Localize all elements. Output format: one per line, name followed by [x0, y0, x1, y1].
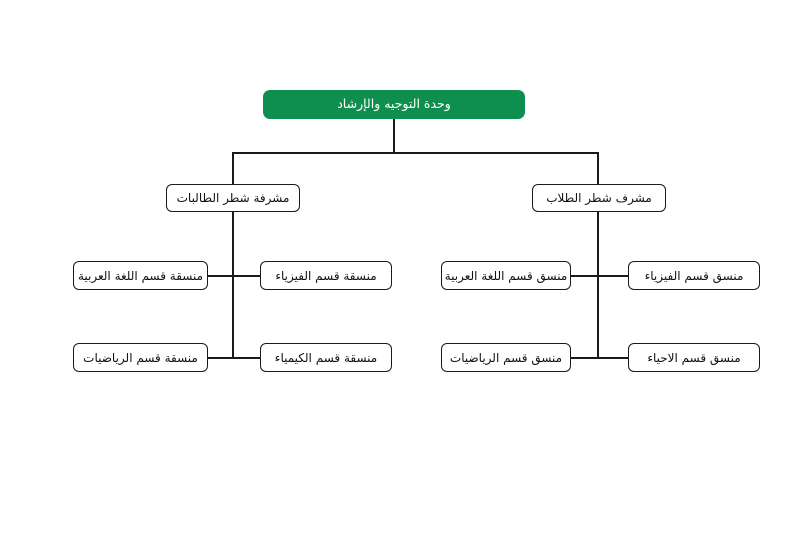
connector-root-bus [232, 152, 598, 154]
connector-right-row1-arm [571, 275, 629, 277]
coordinator-node-male-physics[interactable]: منسق قسم الفيزياء [628, 261, 760, 290]
coordinator-node-female-math[interactable]: منسقة قسم الرياضيات [73, 343, 208, 372]
connector-right-spine [597, 211, 599, 358]
coordinator-node-male-biology[interactable]: منسق قسم الاحياء [628, 343, 760, 372]
connector-left-spine [232, 211, 234, 358]
supervisor-node-male-section[interactable]: مشرف شطر الطلاب [532, 184, 666, 212]
connector-drop-left-supervisor [232, 152, 234, 185]
root-node-guidance-unit[interactable]: وحدة التوجيه والإرشاد [263, 90, 525, 119]
coordinator-node-male-math[interactable]: منسق قسم الرياضيات [441, 343, 571, 372]
coordinator-node-female-chemistry[interactable]: منسقة قسم الكيمياء [260, 343, 392, 372]
connector-root-stem [393, 119, 395, 153]
connector-drop-right-supervisor [597, 152, 599, 185]
connector-right-row2-arm [571, 357, 629, 359]
connector-left-row2-arm [208, 357, 261, 359]
supervisor-node-female-section[interactable]: مشرفة شطر الطالبات [166, 184, 300, 212]
coordinator-node-female-physics[interactable]: منسقة قسم الفيزياء [260, 261, 392, 290]
connector-left-row1-arm [208, 275, 261, 277]
coordinator-node-male-arabic[interactable]: منسق قسم اللغة العربية [441, 261, 571, 290]
coordinator-node-female-arabic[interactable]: منسقة قسم اللغة العربية [73, 261, 208, 290]
